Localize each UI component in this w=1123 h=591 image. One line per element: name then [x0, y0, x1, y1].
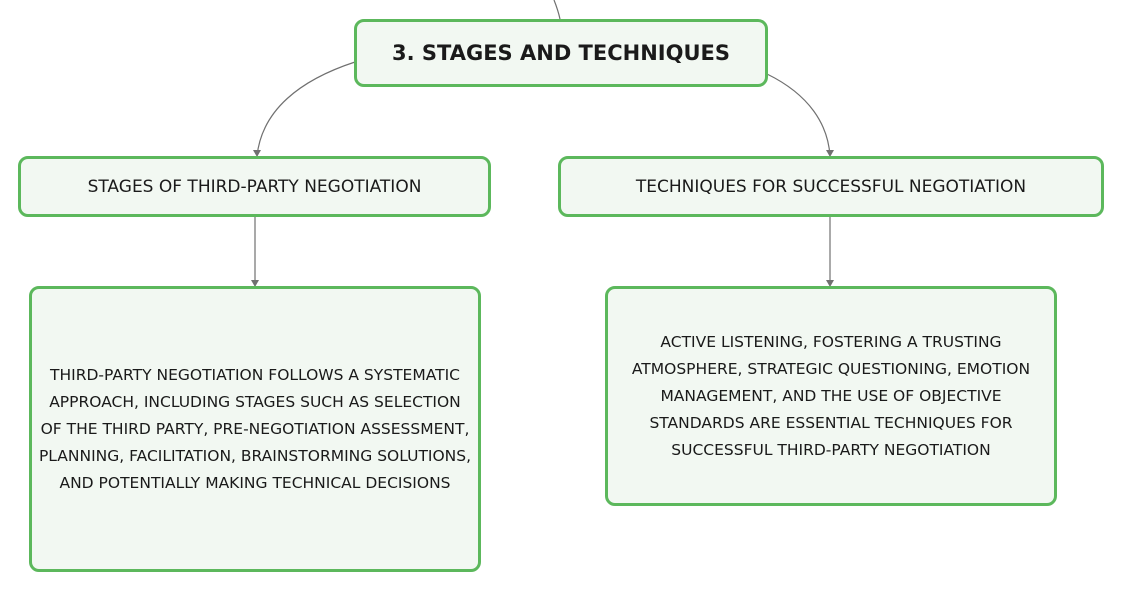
stages-topic-label: STAGES OF THIRD-PARTY NEGOTIATION [87, 176, 422, 197]
connector-root-to-techniques [766, 73, 831, 157]
stages-topic-node[interactable]: STAGES OF THIRD-PARTY NEGOTIATION [18, 156, 491, 217]
root-topic-label: 3. STAGES AND TECHNIQUES [392, 41, 730, 65]
techniques-detail-text: ACTIVE LISTENING, FOSTERING A TRUSTING A… [631, 332, 1031, 459]
root-topic-node[interactable]: 3. STAGES AND TECHNIQUES [354, 19, 768, 87]
connector-from-parent [553, 0, 561, 20]
techniques-detail-node[interactable]: ACTIVE LISTENING, FOSTERING A TRUSTING A… [605, 286, 1057, 506]
arrowhead-stages [253, 150, 261, 157]
techniques-topic-node[interactable]: TECHNIQUES FOR SUCCESSFUL NEGOTIATION [558, 156, 1104, 217]
arrowhead-techniques [826, 150, 834, 157]
arrowhead-techniques-detail [826, 280, 834, 287]
arrowhead-stages-detail [251, 280, 259, 287]
connector-root-to-stages [256, 61, 356, 157]
stages-detail-text: THIRD-PARTY NEGOTIATION FOLLOWS A SYSTEM… [38, 365, 472, 492]
techniques-topic-label: TECHNIQUES FOR SUCCESSFUL NEGOTIATION [635, 176, 1027, 197]
stages-detail-node[interactable]: THIRD-PARTY NEGOTIATION FOLLOWS A SYSTEM… [29, 286, 481, 572]
